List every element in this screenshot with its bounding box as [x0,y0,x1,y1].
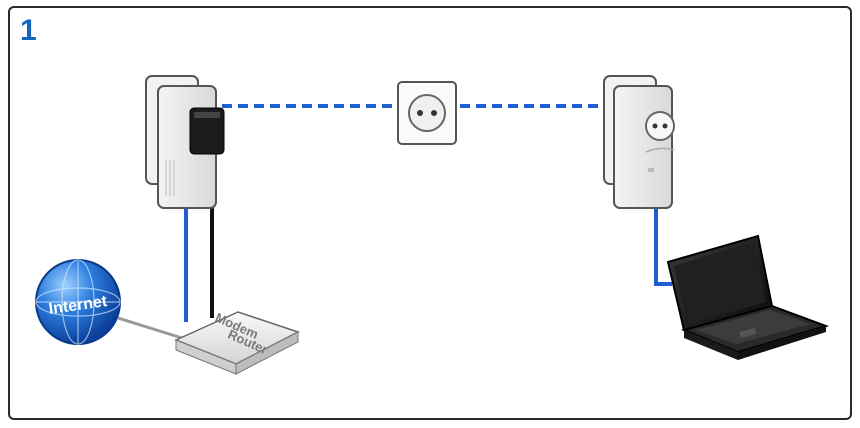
step-number: 1 [20,14,37,47]
powerline-adapter-icon [603,75,675,209]
globe-icon [35,259,121,345]
laptop-icon [666,234,830,360]
wall-socket-icon [397,81,457,145]
powerline-adapter-icon [145,75,225,209]
diagram-frame [8,6,852,420]
router-icon [174,311,300,375]
